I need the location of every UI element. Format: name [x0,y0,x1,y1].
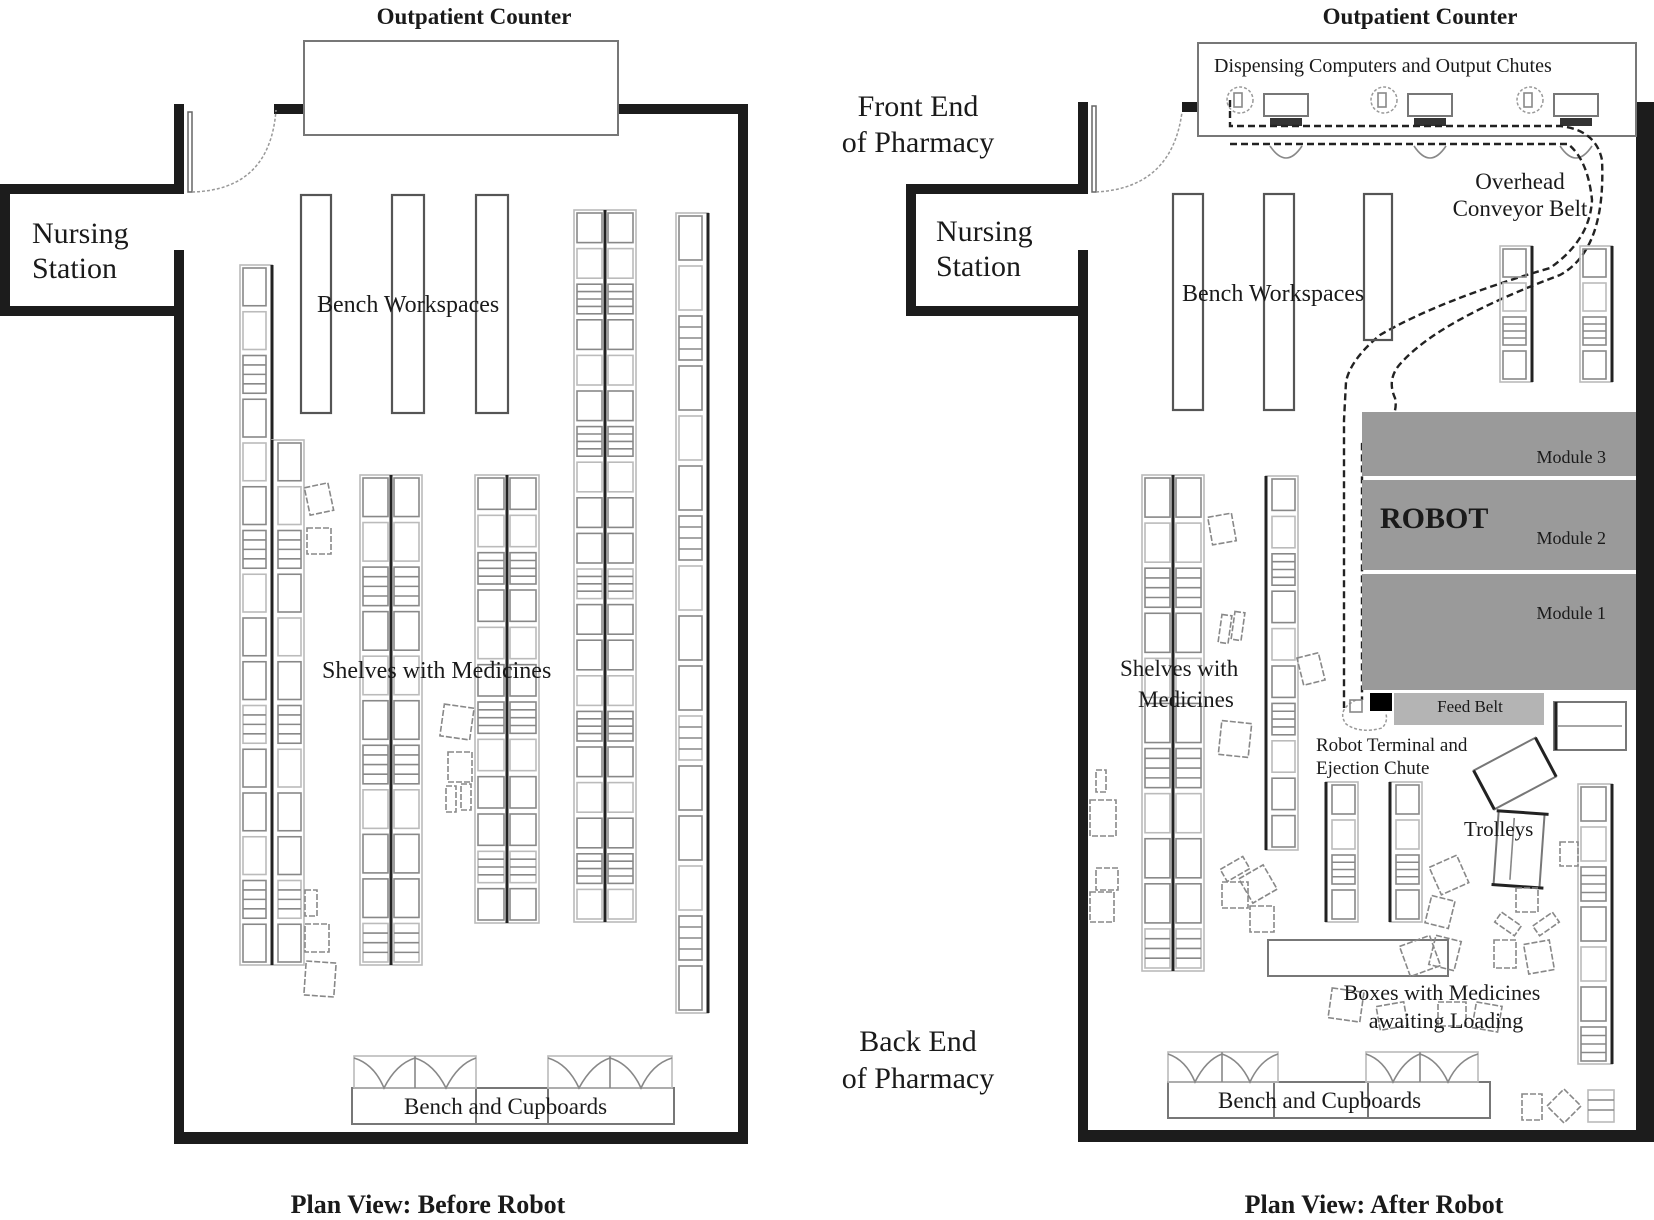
output-bay [1414,118,1446,126]
output-chute-icon [1226,86,1254,114]
before-loose-boxes [302,481,475,998]
output-bay [1270,118,1302,126]
feed-belt [1394,693,1544,725]
output-bay [1560,118,1592,126]
shelf-unit [359,474,423,966]
feed-belt-label: Feed Belt [1437,697,1503,716]
after-nursing-station-label-1: Nursing [936,215,1033,248]
feed-belt-area: Feed Belt [1341,693,1544,731]
after-bench-workspaces [1171,192,1394,412]
boxes-label-2: awaiting Loading [1369,1008,1524,1033]
shelf-unit [1324,781,1359,923]
shelf-unit [1577,783,1614,1065]
dispensing-label: Dispensing Computers and Output Chutes [1214,55,1552,77]
after-shelves [1141,245,1614,1065]
ejection-chute-icon [1341,699,1388,731]
overhead-conveyor-belt [1228,100,1604,708]
orientation-labels: Front End of Pharmacy Back End of Pharma… [842,90,994,1095]
after-bench-and-cupboards [1167,1051,1615,1123]
front-end-label-2: of Pharmacy [842,126,994,159]
output-chute-icon [1516,86,1544,114]
before-shelves-label: Shelves with Medicines [322,658,551,684]
before-outpatient-counter-label: Outpatient Counter [377,4,572,29]
shelf-unit [270,439,305,966]
shelf-unit [573,209,637,923]
terminal-label-1: Robot Terminal and [1316,735,1468,756]
after-shelves-label-2: Medicines [1138,687,1234,712]
before-outpatient-counter [303,40,619,136]
after-outpatient-counter [1197,42,1637,137]
dispensing-stations [1226,86,1599,159]
after-outpatient-counter-label: Outpatient Counter [1323,4,1518,29]
shelf-unit [1388,781,1423,923]
robot: Module 3 Module 2 Module 1 ROBOT [1362,412,1636,690]
shelf-unit [1579,245,1614,383]
shelf-unit [675,212,710,1014]
computer-icon [1407,93,1453,117]
plan-after-robot: Outpatient Counter Dispensing Computers … [906,4,1654,1219]
module-1-label: Module 1 [1537,603,1607,623]
back-end-label-2: of Pharmacy [842,1062,994,1095]
before-shelves [239,209,710,1014]
robot-module-2 [1362,480,1636,570]
before-walls [0,104,748,1144]
before-bench-workspaces-label: Bench Workspaces [317,292,499,318]
dispensing-station [1370,86,1453,159]
shelf-unit [1141,474,1205,972]
output-chute-icon [1370,86,1398,114]
after-low-bench [1267,939,1449,977]
after-walls [906,102,1654,1142]
caption-before-robot: Plan View: Before Robot [291,1190,566,1219]
plan-before-robot: Outpatient Counter Nursing Station Bench… [0,4,748,1219]
shelf-unit [1499,245,1534,383]
shelf-unit [239,264,274,966]
module-2-label: Module 2 [1537,528,1607,548]
trolleys-label: Trolleys [1464,817,1533,841]
before-nursing-station-label-2: Station [32,252,117,285]
chute-arc [1559,145,1593,159]
dispensing-station [1516,86,1599,159]
chute-arc [1269,145,1303,159]
before-nursing-station-label-1: Nursing [32,217,129,250]
boxes-awaiting-loading [1089,512,1583,1125]
shelf-unit [1264,475,1299,851]
module-3-label: Module 3 [1537,447,1607,467]
front-end-label-1: Front End [858,90,979,123]
caption-after-robot: Plan View: After Robot [1245,1190,1504,1219]
robot-label: ROBOT [1380,502,1488,535]
robot-module-1 [1362,574,1636,690]
after-shelves-label-1: Shelves with [1120,656,1239,681]
terminal-label-2: Ejection Chute [1316,758,1429,779]
chute-arc [1413,145,1447,159]
computer-icon [1553,93,1599,117]
overhead-conveyor-label-1: Overhead [1475,169,1565,194]
before-bench-workspaces [299,193,510,415]
after-nursing-station-label-2: Station [936,250,1021,283]
shelf-unit [474,474,540,924]
computer-icon [1263,93,1309,117]
before-bench-and-cupboards-label: Bench and Cupboards [404,1094,607,1119]
back-end-label-1: Back End [859,1025,976,1058]
boxes-label-1: Boxes with Medicines [1344,980,1541,1005]
after-bench-and-cupboards-label: Bench and Cupboards [1218,1088,1421,1113]
overhead-conveyor-label-2: Conveyor Belt [1453,196,1588,221]
robot-terminal [1370,693,1392,711]
dispensing-station [1226,86,1309,159]
robot-module-3 [1362,412,1636,476]
after-bench-workspaces-label: Bench Workspaces [1182,281,1364,307]
before-bench-and-cupboards [351,1055,675,1125]
